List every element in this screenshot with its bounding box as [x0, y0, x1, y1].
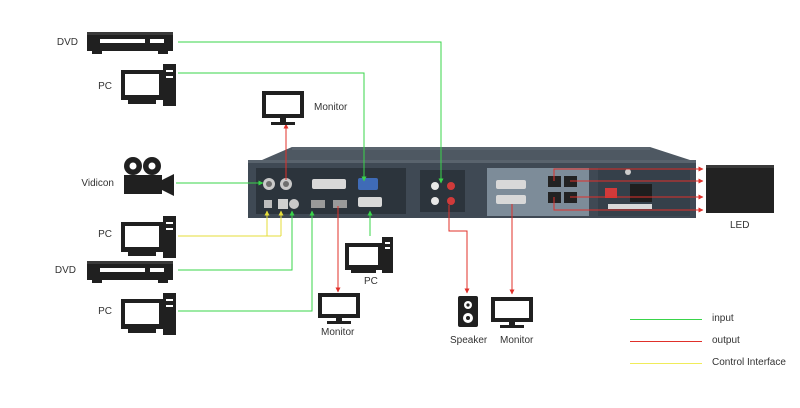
legend-label-input: input [712, 313, 734, 324]
output-label-led: LED [730, 220, 750, 231]
legend-swatch-output [630, 341, 702, 342]
desktop-pc-icon [345, 237, 393, 273]
output-label-monitor-center: Monitor [321, 327, 355, 338]
output-label-monitor-top: Monitor [314, 102, 348, 113]
hdmi-out-port [333, 200, 347, 208]
legend-label-control: Control Interface [712, 357, 786, 368]
cvbs-connector [289, 199, 299, 209]
sdi-out-connector [280, 178, 292, 190]
pc-bottom-input-line [178, 210, 315, 312]
source-label-pc-bottom: PC [98, 306, 112, 317]
output-card [487, 168, 547, 216]
dvi-in-port [312, 179, 346, 189]
audio-out-1 [447, 182, 455, 190]
legend-swatch-input [630, 319, 702, 320]
desktop-pc-icon [121, 293, 176, 335]
source-label-dvd-top: DVD [56, 37, 78, 48]
desktop-pc-icon [121, 216, 176, 258]
usb-port [278, 199, 288, 209]
source-label-pc-mid: PC [98, 229, 112, 240]
monitor-icon [318, 293, 360, 324]
video-camera-icon [124, 157, 174, 196]
dvd-player-icon [87, 32, 173, 54]
monitor-icon [262, 91, 304, 125]
speaker-icon [458, 296, 478, 327]
sdi-in-connector [263, 178, 275, 190]
dvi-port-2 [358, 197, 382, 207]
led-output-line-4 [553, 197, 704, 213]
speaker-output-line [448, 205, 470, 294]
audio-in-1 [431, 182, 439, 190]
output-label-monitor-right: Monitor [500, 335, 534, 346]
audio-out-2 [447, 197, 455, 205]
rs232-port [264, 200, 272, 208]
video-processor-unit [248, 147, 696, 218]
monitor-icon [491, 297, 533, 328]
output-label-pc-center: PC [364, 276, 378, 287]
led-output-line-1 [553, 166, 704, 181]
source-label-dvd-bottom: DVD [54, 265, 76, 276]
led-screen-icon [706, 165, 774, 213]
hdmi-in-port [311, 200, 325, 208]
legend-label-output: output [712, 335, 740, 346]
dvd-bottom-input-line [178, 210, 295, 271]
power-socket [630, 184, 652, 202]
pc-top-input-line [178, 72, 367, 182]
desktop-pc-icon [121, 64, 176, 106]
legend-swatch-control [630, 363, 702, 364]
power-switch [605, 188, 617, 198]
dvd-top-input-line [178, 41, 444, 184]
audio-in-2 [431, 197, 439, 205]
source-label-vidicon: Vidicon [81, 178, 114, 189]
dvd-player-icon [87, 261, 173, 283]
output-label-speaker: Speaker [450, 335, 488, 346]
vga-in-port [358, 178, 378, 190]
source-label-pc-top: PC [98, 81, 112, 92]
